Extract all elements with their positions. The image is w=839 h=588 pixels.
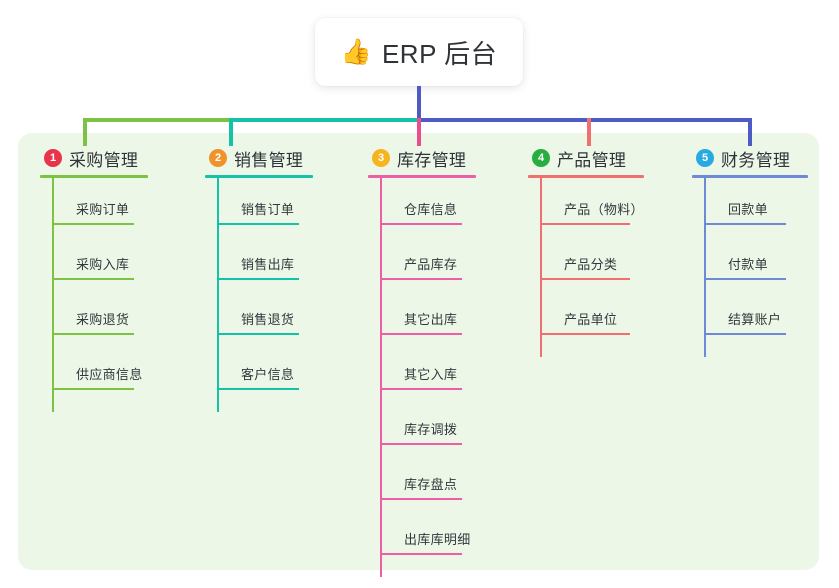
branch-badge-2: 2 xyxy=(209,149,227,167)
branch-badge-3: 3 xyxy=(372,149,390,167)
leaf-rule xyxy=(704,333,786,335)
leaf-label: 采购退货 xyxy=(76,312,130,327)
leaf-label: 仓库信息 xyxy=(404,202,458,217)
thumbs-up-emoji: 👍 xyxy=(340,37,372,66)
leaf-label: 出库库明细 xyxy=(404,532,471,547)
branch-badge-1: 1 xyxy=(44,149,62,167)
leaf-label: 库存调拨 xyxy=(404,422,458,437)
branch-drop-5 xyxy=(748,118,752,146)
leaf-label: 采购入库 xyxy=(76,257,130,272)
root-node-card[interactable]: 👍 ERP 后台 xyxy=(315,18,523,86)
leaf-rule xyxy=(52,223,134,225)
leaf-label: 销售退货 xyxy=(241,312,295,327)
leaf-label: 产品库存 xyxy=(404,257,458,272)
branch-spine-2 xyxy=(217,178,219,412)
leaf-label: 销售出库 xyxy=(241,257,295,272)
branch-spine-3 xyxy=(380,178,382,577)
leaf-rule xyxy=(380,333,462,335)
branch-spine-5 xyxy=(704,178,706,357)
branch-title-2: 销售管理 xyxy=(234,150,304,170)
leaf-label: 产品单位 xyxy=(564,312,618,327)
branch-header-2[interactable]: 2 销售管理 xyxy=(205,145,303,171)
leaf-label: 付款单 xyxy=(728,257,768,272)
leaf-rule xyxy=(380,443,462,445)
branch-drop-1 xyxy=(83,118,87,146)
diagram-backdrop-panel xyxy=(18,133,819,570)
leaf-rule xyxy=(52,278,134,280)
trunk-bar-segment-left xyxy=(83,118,231,122)
leaf-rule xyxy=(52,333,134,335)
branch-title-1: 采购管理 xyxy=(69,150,139,170)
branch-badge-5: 5 xyxy=(696,149,714,167)
leaf-rule xyxy=(380,388,462,390)
leaf-label: 其它出库 xyxy=(404,312,458,327)
branch-badge-4: 4 xyxy=(532,149,550,167)
branch-column-4[interactable]: 4 产品管理产品（物料） 产品分类产品单位 xyxy=(528,145,644,357)
branch-drop-3 xyxy=(417,118,421,146)
branch-header-rule-1 xyxy=(40,175,148,178)
branch-drop-2 xyxy=(229,118,233,146)
leaf-rule xyxy=(704,223,786,225)
branch-header-rule-2 xyxy=(205,175,313,178)
leaf-label: 供应商信息 xyxy=(76,367,143,382)
leaf-label: 结算账户 xyxy=(728,312,782,327)
leaf-label: 采购订单 xyxy=(76,202,130,217)
leaf-rule xyxy=(380,223,462,225)
branch-header-5[interactable]: 5 财务管理 xyxy=(692,145,790,171)
branch-header-4[interactable]: 4 产品管理 xyxy=(528,145,626,171)
leaf-rule xyxy=(217,278,299,280)
branch-header-3[interactable]: 3 库存管理 xyxy=(368,145,466,171)
leaf-rule xyxy=(217,388,299,390)
branch-column-3[interactable]: 3 库存管理仓库信息产品库存其它出库其它入库库存调拨库存盘点出库库明细 xyxy=(368,145,476,577)
branch-title-3: 库存管理 xyxy=(397,150,467,170)
branch-column-1[interactable]: 1 采购管理采购订单采购入库采购退货供应商信息 xyxy=(40,145,148,412)
leaf-rule xyxy=(380,553,462,555)
branch-header-1[interactable]: 1 采购管理 xyxy=(40,145,138,171)
leaf-rule xyxy=(380,278,462,280)
branch-column-5[interactable]: 5 财务管理回款单付款单结算账户 xyxy=(692,145,808,357)
leaf-rule xyxy=(380,498,462,500)
trunk-bar-segment-mid xyxy=(229,118,419,122)
leaf-label: 库存盘点 xyxy=(404,477,458,492)
branch-spine-1 xyxy=(52,178,54,412)
leaf-rule xyxy=(217,223,299,225)
leaf-label: 回款单 xyxy=(728,202,768,217)
branch-drop-4 xyxy=(587,118,591,146)
branch-title-4: 产品管理 xyxy=(557,150,627,170)
leaf-label: 客户信息 xyxy=(241,367,295,382)
leaf-rule xyxy=(217,333,299,335)
leaf-label: 销售订单 xyxy=(241,202,295,217)
branch-spine-4 xyxy=(540,178,542,357)
branch-header-rule-4 xyxy=(528,175,644,178)
leaf-rule xyxy=(540,333,630,335)
leaf-rule xyxy=(52,388,134,390)
trunk-vertical-connector xyxy=(417,86,421,120)
leaf-label: 其它入库 xyxy=(404,367,458,382)
leaf-rule xyxy=(540,278,630,280)
leaf-rule xyxy=(704,278,786,280)
leaf-rule xyxy=(540,223,630,225)
branch-header-rule-3 xyxy=(368,175,476,178)
leaf-label: 产品分类 xyxy=(564,257,618,272)
branch-header-rule-5 xyxy=(692,175,808,178)
trunk-bar-segment-right xyxy=(417,118,752,122)
root-node-label: ERP 后台 xyxy=(381,38,498,69)
branch-title-5: 财务管理 xyxy=(721,150,791,170)
leaf-label: 产品（物料） xyxy=(564,202,644,217)
branch-column-2[interactable]: 2 销售管理销售订单销售出库销售退货客户信息 xyxy=(205,145,313,412)
